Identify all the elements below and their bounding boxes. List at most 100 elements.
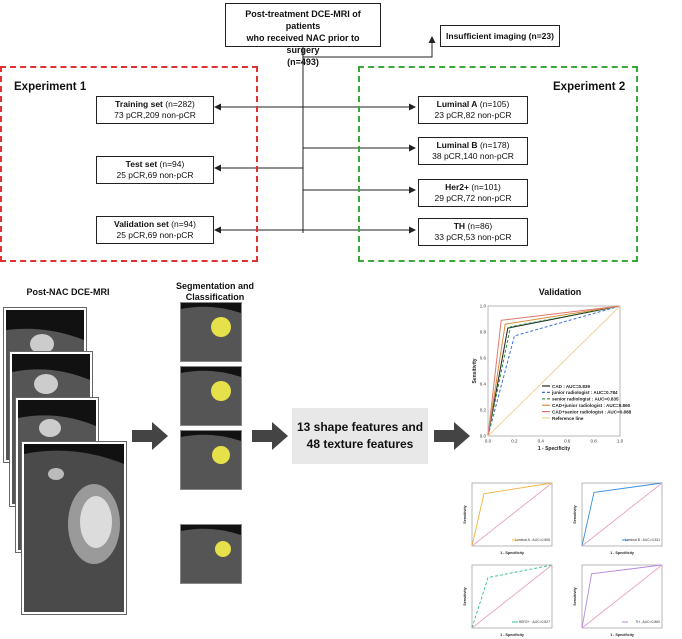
luminal-a-box: Luminal A (n=105) 23 pCR,82 non-pCR (418, 96, 528, 124)
y-tick-label: 0.2 (480, 408, 487, 413)
roc-series-line (487, 305, 621, 437)
seg-title: Segmentation and Classification (170, 281, 260, 303)
test-set-n: (n=94) (159, 159, 185, 169)
x-axis-label: 1 - Specificity (610, 633, 635, 637)
legend-entry: junior radiologist : AUC=0.784 (551, 390, 618, 395)
roc-series-line (471, 564, 553, 629)
y-axis-label: Sensitivity (472, 358, 478, 383)
legend-entry: TH : AUC=0.860 (635, 620, 660, 624)
roc-series-line (487, 305, 621, 437)
th-box: TH (n=86) 33 pCR,53 non-pCR (418, 218, 528, 246)
y-axis-label: Sensitivity (463, 586, 467, 605)
plot-area (471, 482, 553, 547)
cohort-line1: Post-treatment DCE-MRI of patients (245, 9, 361, 31)
seg-title-line2: Classification (185, 292, 245, 302)
legend-entry: Luminal B : AUC=0.811 (625, 538, 660, 542)
mri-slice-4 (22, 442, 126, 614)
x-tick-label: 0.0 (485, 439, 492, 444)
seg-title-line1: Segmentation and (175, 281, 254, 291)
x-tick-label: 0.2 (511, 439, 518, 444)
training-set-detail: 73 pCR,209 non-pCR (114, 110, 196, 120)
x-tick-label: 1.0 (617, 439, 624, 444)
cohort-line2: who received NAC prior to surgery (246, 33, 360, 55)
roc-series-line (487, 305, 621, 437)
experiment1-frame (0, 66, 258, 262)
luminal-b-n: (n=178) (479, 140, 510, 150)
her2-detail: 29 pCR,72 non-pCR (434, 193, 512, 203)
th-n: (n=86) (467, 221, 493, 231)
segmentation-image-4 (180, 524, 242, 584)
plot-area (581, 482, 663, 547)
training-set-n: (n=282) (165, 99, 195, 109)
segmentation-image-2 (180, 366, 242, 426)
y-tick-label: 0.0 (480, 434, 487, 439)
experiment2-title: Experiment 2 (553, 81, 626, 93)
legend-entry: CAD+senior radiologist : AUC=0.888 (552, 409, 632, 414)
cohort-line3: (n=493) (287, 57, 319, 67)
legend-entry: Luminal A : AUC=0.808 (515, 538, 550, 542)
mri-title: Post-NAC DCE-MRI (26, 287, 110, 297)
legend-entry: Reference line (552, 416, 584, 421)
her2-box: Her2+ (n=101) 29 pCR,72 non-pCR (418, 179, 528, 207)
roc-series-line (471, 482, 553, 547)
y-tick-label: 0.8 (480, 330, 487, 335)
y-tick-label: 0.4 (480, 382, 487, 387)
luminal-a-detail: 23 pCR,82 non-pCR (434, 110, 512, 120)
segmentation-image-1 (180, 302, 242, 362)
experiment1-title: Experiment 1 (14, 81, 87, 93)
validation-set-n: (n=94) (171, 219, 196, 229)
features-line1: 13 shape features and (296, 420, 424, 434)
y-tick-label: 0.6 (480, 356, 487, 361)
x-axis-label: 1 - Specificity (500, 633, 525, 637)
plot-area (471, 564, 553, 629)
roc-series-line (487, 305, 621, 437)
luminal-b-detail: 38 pCR,140 non-pCR (432, 151, 514, 161)
arrow-to-validation (434, 422, 470, 450)
plot-area (581, 564, 663, 629)
segmentation-image-3 (180, 430, 242, 490)
x-axis-label: 1 - Specificity (610, 551, 635, 555)
roc-series-line (581, 564, 663, 629)
luminal-b-box: Luminal B (n=178) 38 pCR,140 non-pCR (418, 137, 528, 165)
training-set-box: Training set (n=282) 73 pCR,209 non-pCR (96, 96, 214, 124)
x-tick-label: 0.4 (538, 439, 545, 444)
th-name: TH (453, 221, 466, 231)
legend-entry: senior radiologist : AUC=0.835 (552, 397, 619, 402)
roc-series-line (581, 564, 663, 629)
x-tick-label: 0.6 (564, 439, 571, 444)
validation-set-box: Validation set (n=94) 25 pCR,69 non-pCR (96, 216, 214, 244)
legend-entry: CAD : AUC=0.839 (552, 384, 590, 389)
roc-series-line (471, 564, 553, 629)
x-axis-label: 1 - Specificity (500, 551, 525, 555)
validation-title: Validation (538, 287, 582, 297)
y-tick-label: 1.0 (480, 304, 487, 309)
training-set-name: Training set (115, 99, 163, 109)
x-tick-label: 0.8 (590, 439, 597, 444)
excluded-label: Insufficient imaging (n=23) (446, 31, 554, 41)
y-axis-label: Sensitivity (463, 504, 467, 523)
her2-name: Her2+ (445, 182, 469, 192)
cohort-box: Post-treatment DCE-MRI of patients who r… (225, 3, 381, 67)
plot-area (487, 305, 621, 437)
excluded-box: Insufficient imaging (n=23) (440, 25, 560, 47)
test-set-name: Test set (125, 159, 158, 169)
features-line2: 48 texture features (306, 437, 414, 451)
arrow-to-features (252, 422, 288, 450)
luminal-b-name: Luminal B (436, 140, 478, 150)
validation-set-detail: 25 pCR,69 non-pCR (116, 230, 194, 240)
roc-series-line (581, 482, 663, 547)
arrow-to-segmentation (132, 422, 168, 450)
roc-series-line (487, 305, 621, 437)
test-set-box: Test set (n=94) 25 pCR,69 non-pCR (96, 156, 214, 184)
her2-n: (n=101) (471, 182, 501, 192)
features-box: 13 shape features and 48 texture feature… (292, 408, 428, 464)
roc-series-line (471, 482, 553, 547)
roc-series-line (581, 482, 663, 547)
luminal-a-name: Luminal A (436, 99, 478, 109)
roc-series-line (487, 305, 621, 437)
